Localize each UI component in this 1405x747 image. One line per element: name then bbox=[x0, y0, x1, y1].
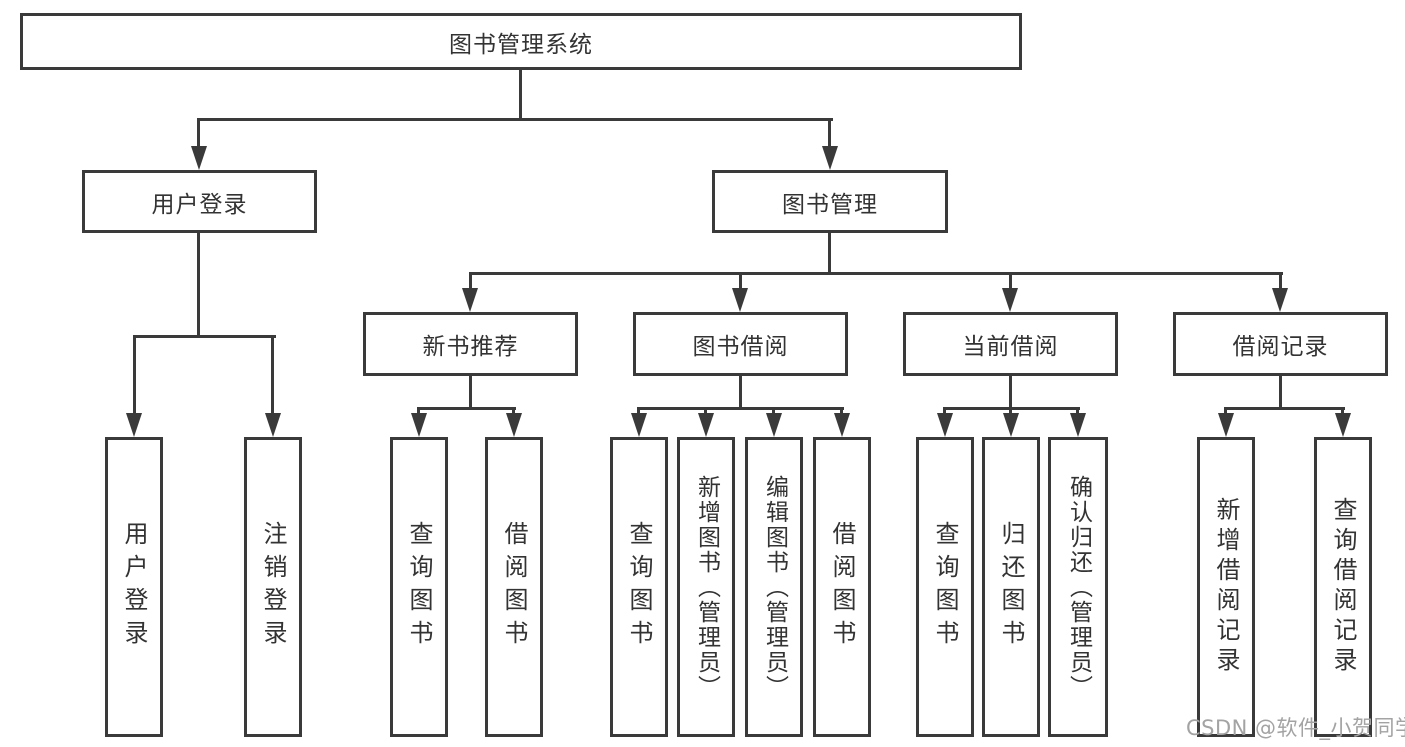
arrow-down-icon bbox=[732, 288, 748, 312]
node-label: 用户登录 bbox=[120, 521, 148, 653]
connector-line bbox=[943, 407, 946, 418]
arrow-down-icon bbox=[631, 413, 647, 437]
node-label: 新增图书（管理员） bbox=[693, 474, 720, 700]
connector-line bbox=[1009, 407, 1012, 418]
arrow-down-icon bbox=[698, 413, 714, 437]
node-return-book: 归还图书 bbox=[982, 437, 1040, 737]
connector-line bbox=[197, 233, 200, 335]
node-library-management-system: 图书管理系统 bbox=[20, 13, 1022, 70]
node-add-book-admin: 新增图书（管理员） bbox=[677, 437, 735, 737]
node-user-login: 用户登录 bbox=[82, 170, 317, 233]
connector-line bbox=[133, 335, 136, 417]
arrow-down-icon bbox=[937, 413, 953, 437]
connector-line bbox=[1279, 272, 1282, 294]
node-current-borrowing: 当前借阅 bbox=[903, 312, 1118, 376]
node-label: 确认归还（管理员） bbox=[1065, 474, 1092, 700]
connector-line bbox=[828, 118, 831, 152]
node-edit-book-admin: 编辑图书（管理员） bbox=[745, 437, 803, 737]
connector-line bbox=[828, 233, 831, 272]
node-label: 用户登录 bbox=[151, 191, 248, 218]
node-label: 查询图书 bbox=[625, 521, 653, 653]
node-borrow-books: 借阅图书 bbox=[813, 437, 871, 737]
node-label: 借阅记录 bbox=[1232, 334, 1329, 360]
connector-line bbox=[739, 272, 742, 294]
node-label: 图书借阅 bbox=[692, 334, 789, 360]
connector-line bbox=[1076, 407, 1079, 418]
arrow-down-icon bbox=[191, 146, 207, 170]
arrow-down-icon bbox=[1272, 288, 1288, 312]
node-borrow-books-recommend: 借阅图书 bbox=[485, 437, 543, 737]
node-label: 编辑图书（管理员） bbox=[761, 474, 788, 700]
connector-line bbox=[469, 272, 1283, 275]
arrow-down-icon bbox=[462, 288, 478, 312]
node-label: 图书管理系统 bbox=[449, 31, 593, 58]
node-confirm-return-admin: 确认归还（管理员） bbox=[1048, 437, 1108, 737]
connector-line bbox=[469, 376, 472, 407]
node-label: 查询图书 bbox=[405, 521, 433, 653]
node-query-borrow-record: 查询借阅记录 bbox=[1314, 437, 1372, 737]
node-label: 图书管理 bbox=[782, 191, 878, 218]
connector-line bbox=[1009, 272, 1012, 294]
arrow-down-icon bbox=[1218, 413, 1234, 437]
connector-line bbox=[417, 407, 516, 410]
node-label: 归还图书 bbox=[997, 521, 1025, 653]
node-user-login-action: 用户登录 bbox=[105, 437, 163, 737]
arrow-down-icon bbox=[834, 413, 850, 437]
arrow-down-icon bbox=[506, 413, 522, 437]
connector-line bbox=[637, 407, 640, 418]
arrow-down-icon bbox=[1003, 413, 1019, 437]
connector-line bbox=[197, 118, 200, 152]
node-label: 查询借阅记录 bbox=[1329, 497, 1357, 677]
connector-line bbox=[739, 376, 742, 407]
connector-line bbox=[469, 272, 472, 294]
connector-line bbox=[704, 407, 707, 418]
node-query-books-recommend: 查询图书 bbox=[390, 437, 448, 737]
node-label: 新书推荐 bbox=[422, 334, 519, 360]
arrow-down-icon bbox=[766, 413, 782, 437]
connector-line bbox=[133, 335, 276, 338]
connector-line bbox=[1224, 407, 1345, 410]
node-add-borrow-record: 新增借阅记录 bbox=[1197, 437, 1255, 737]
connector-line bbox=[637, 407, 844, 410]
node-label: 新增借阅记录 bbox=[1212, 497, 1240, 677]
node-logout: 注销登录 bbox=[244, 437, 302, 737]
connector-line bbox=[1009, 376, 1012, 407]
node-label: 当前借阅 bbox=[962, 334, 1059, 360]
arrow-down-icon bbox=[1002, 288, 1018, 312]
node-new-book-recommendation: 新书推荐 bbox=[363, 312, 578, 376]
connector-line bbox=[1224, 407, 1227, 418]
arrow-down-icon bbox=[822, 146, 838, 170]
arrow-down-icon bbox=[1070, 413, 1086, 437]
connector-line bbox=[840, 407, 843, 418]
node-book-management: 图书管理 bbox=[712, 170, 948, 233]
connector-line bbox=[1279, 376, 1282, 407]
csdn-watermark: CSDN @软件_小贺同学 bbox=[1186, 716, 1405, 740]
node-label: 借阅图书 bbox=[828, 521, 856, 653]
arrow-down-icon bbox=[411, 413, 427, 437]
connector-line bbox=[1341, 407, 1344, 418]
connector-line bbox=[512, 407, 515, 418]
connector-line bbox=[271, 335, 274, 417]
connector-line bbox=[772, 407, 775, 418]
node-borrowing-records: 借阅记录 bbox=[1173, 312, 1388, 376]
node-query-books-current: 查询图书 bbox=[916, 437, 974, 737]
node-label: 借阅图书 bbox=[500, 521, 528, 653]
arrow-down-icon bbox=[126, 413, 142, 437]
node-book-borrowing: 图书借阅 bbox=[633, 312, 848, 376]
connector-line bbox=[417, 407, 420, 418]
node-label: 注销登录 bbox=[259, 521, 287, 653]
arrow-down-icon bbox=[265, 413, 281, 437]
node-query-books-borrowing: 查询图书 bbox=[610, 437, 668, 737]
node-label: 查询图书 bbox=[931, 521, 959, 653]
connector-line bbox=[519, 70, 522, 118]
arrow-down-icon bbox=[1335, 413, 1351, 437]
connector-line bbox=[197, 118, 833, 121]
